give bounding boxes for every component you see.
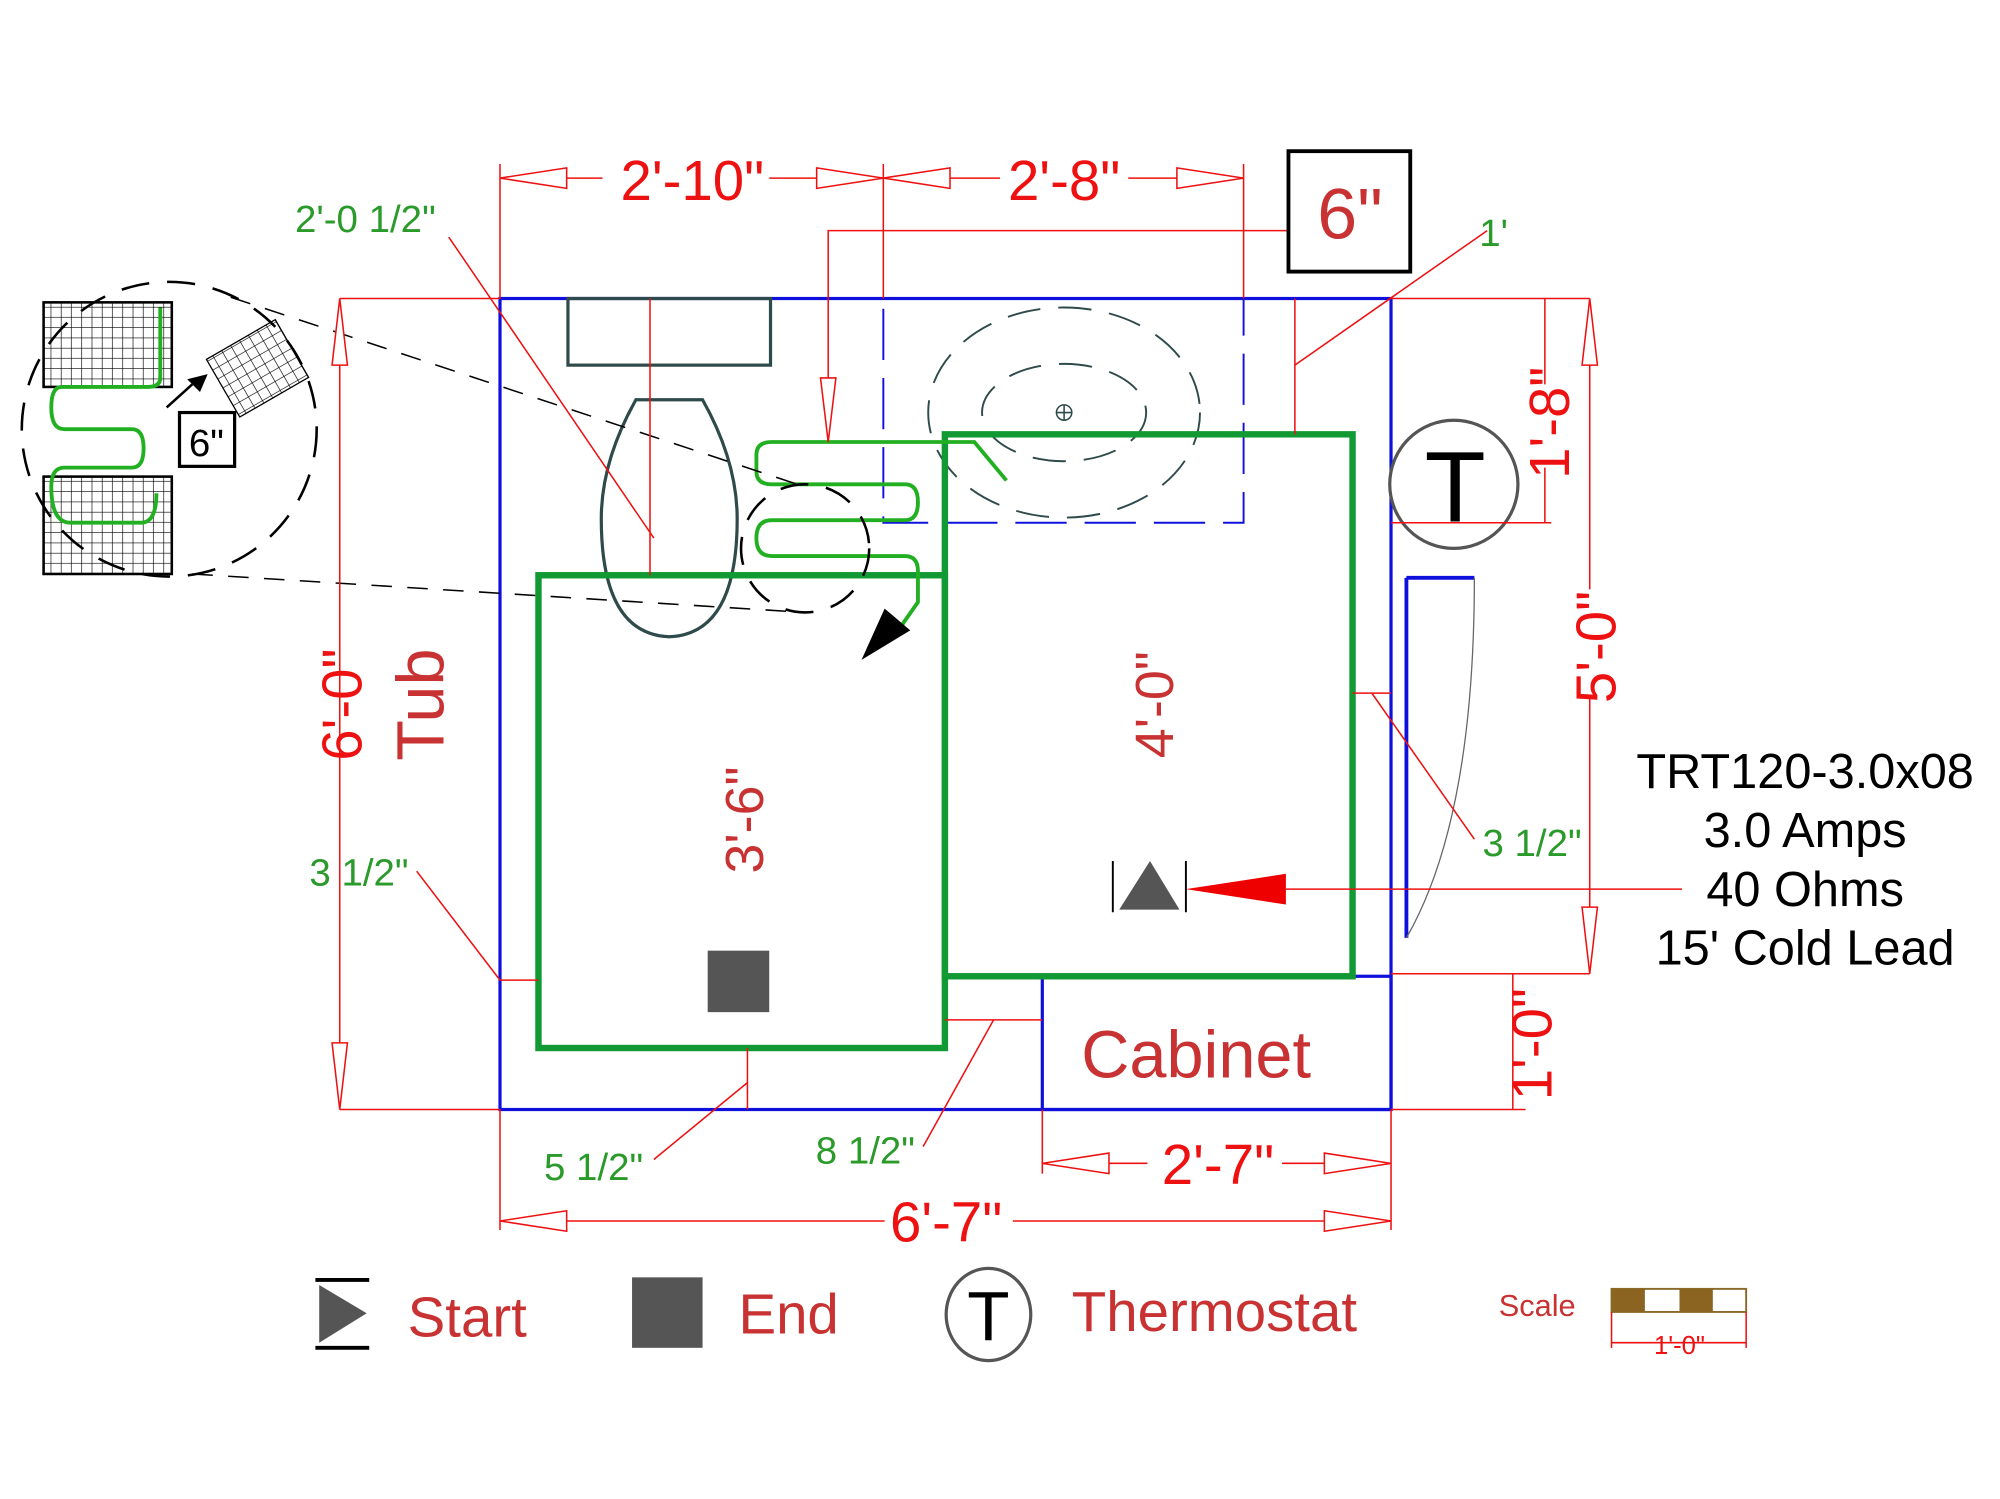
mat-2 (941, 431, 1356, 980)
dim-mat2-length: 4'-0" (1125, 651, 1185, 758)
dim-total-width: 6'-7" (890, 1190, 1002, 1253)
dim-offset-box: 6" (1317, 174, 1382, 254)
door (1404, 575, 1475, 939)
legend-end-icon (632, 1277, 703, 1348)
toilet-tank (566, 296, 773, 367)
legend: Start End T Thermostat Scale 1'-0" (315, 1266, 1748, 1363)
dim-bottom-gap2: 8 1/2" (816, 1129, 915, 1172)
dim-bottom-gap1: 5 1/2" (544, 1146, 643, 1189)
product-spec: TRT120-3.0x08 3.0 Amps 40 Ohms 15' Cold … (1636, 745, 1974, 976)
dim-cabinet-width: 2'-7" (1162, 1133, 1274, 1196)
end-marker-icon (707, 950, 770, 1013)
legend-scale-label: Scale (1499, 1288, 1576, 1323)
spec-cold-lead: 15' Cold Lead (1656, 922, 1955, 976)
scale-length-label: 1'-0" (1654, 1332, 1705, 1360)
svg-text:T: T (1425, 432, 1486, 543)
heating-mats (535, 431, 1356, 1052)
dim-green-right-top: 1' (1479, 212, 1508, 255)
legend-end-label: End (738, 1283, 838, 1346)
legend-thermostat-icon: T (944, 1266, 1033, 1363)
dim-right-gap: 3 1/2" (1482, 822, 1581, 865)
dimension-lines (331, 163, 1599, 1233)
toilet-bowl (599, 398, 739, 639)
cabinet-label: Cabinet (1081, 1019, 1311, 1093)
arrow-icon (165, 383, 194, 409)
dim-right-total: 5'-0" (1564, 591, 1627, 703)
detail-spacing-label: 6" (189, 422, 224, 465)
spec-ohms: 40 Ohms (1706, 863, 1904, 917)
dim-cabinet-depth: 1'-0" (1500, 988, 1563, 1100)
spec-amps: 3.0 Amps (1704, 804, 1907, 858)
dim-top-left: 2'-10" (620, 149, 764, 212)
scale-bar (1610, 1287, 1748, 1348)
legend-start-icon (315, 1277, 370, 1350)
dim-top-right: 2'-8" (1008, 149, 1120, 212)
svg-text:T: T (967, 1277, 1009, 1355)
offset-box (1286, 149, 1413, 274)
heating-cable (754, 440, 1008, 629)
legend-start-label: Start (408, 1285, 527, 1348)
dim-right-thermo: 1'-8" (1518, 367, 1581, 479)
legend-thermostat-label: Thermostat (1072, 1280, 1358, 1343)
cold-lead-connection-icon (1111, 860, 1683, 913)
drain-icon (1055, 404, 1073, 422)
dim-left-total: 6'-0" (311, 649, 374, 761)
spec-model: TRT120-3.0x08 (1636, 745, 1974, 799)
start-marker-icon (861, 608, 911, 660)
dim-mat1-length: 3'-6" (715, 766, 775, 873)
fixtures (566, 296, 1475, 939)
sink (927, 306, 1201, 519)
dim-left-gap: 3 1/2" (309, 851, 408, 894)
detail-callout: 6" (20, 280, 871, 614)
thermostat-icon: T (1388, 418, 1520, 550)
tub-label: Tub (385, 649, 459, 761)
dim-green-top: 2'-0 1/2" (295, 198, 436, 241)
